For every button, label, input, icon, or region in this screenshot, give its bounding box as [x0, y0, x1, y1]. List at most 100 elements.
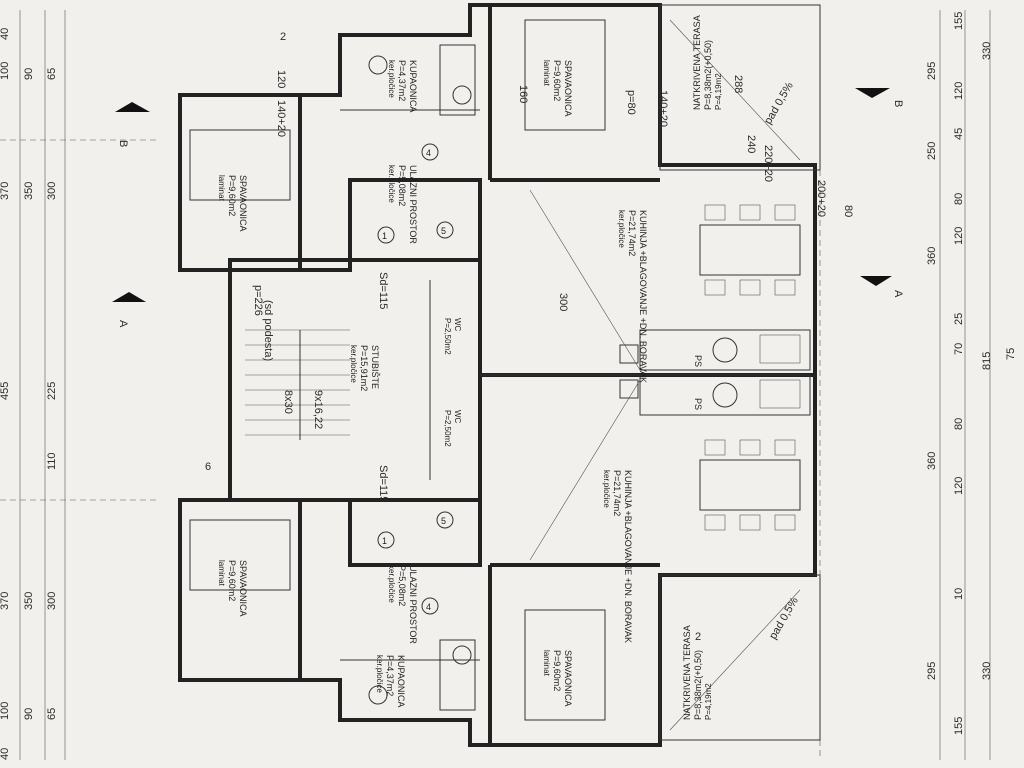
room-floor: ker.pločice — [375, 655, 384, 693]
svg-text:455: 455 — [0, 382, 11, 400]
room-name: NATKRIVENA TERASA — [692, 15, 702, 110]
room-area: P=4,37m2 — [385, 655, 395, 696]
svg-text:PS: PS — [693, 398, 703, 410]
svg-text:300: 300 — [557, 293, 569, 311]
room-area: P=8,38m2(+0,50) — [693, 650, 703, 720]
svg-text:250: 250 — [926, 142, 938, 160]
svg-text:75: 75 — [1005, 348, 1017, 360]
svg-text:100: 100 — [0, 62, 11, 80]
svg-text:1: 1 — [382, 536, 387, 546]
room-floor: laminat — [542, 650, 551, 677]
section-label-b: B — [117, 140, 129, 147]
svg-text:330: 330 — [981, 42, 993, 60]
room-area: P=2,50m2 — [443, 318, 452, 355]
room-name: KUPAONICA — [408, 60, 418, 112]
interior-walls — [298, 5, 660, 745]
room-name: KUHINJA +BLAGOVANJE +DN. BORAVAK — [638, 210, 648, 383]
svg-text:370: 370 — [0, 182, 11, 200]
svg-text:(sd podesta): (sd podesta) — [262, 300, 274, 361]
section-label-a: A — [117, 320, 129, 328]
svg-text:9x16,22: 9x16,22 — [312, 390, 324, 429]
section-arrow — [860, 276, 892, 286]
section-markers: B B A A — [112, 88, 904, 328]
svg-text:240: 240 — [745, 135, 757, 153]
svg-text:300: 300 — [46, 592, 58, 610]
stair-treads — [245, 329, 350, 440]
svg-text:PS: PS — [693, 355, 703, 367]
svg-text:40: 40 — [0, 748, 11, 760]
svg-text:90: 90 — [23, 708, 35, 720]
svg-text:350: 350 — [23, 592, 35, 610]
svg-text:40: 40 — [0, 28, 11, 40]
svg-text:295: 295 — [926, 662, 938, 680]
room-name: WC — [453, 410, 462, 424]
svg-text:220+20: 220+20 — [762, 145, 774, 182]
bath-fixtures — [368, 44, 476, 711]
room-area: P=9,60m2 — [227, 175, 237, 216]
svg-text:Sd=115: Sd=115 — [377, 465, 389, 502]
right-dim-labels: 155 330 295 120 45 250 80 120 360 25 70 … — [926, 12, 1017, 735]
svg-text:360: 360 — [926, 452, 938, 470]
room-area: P=9,60m2 — [552, 650, 562, 691]
svg-text:Sd=115: Sd=115 — [377, 272, 389, 309]
beds — [189, 19, 606, 721]
svg-text:288: 288 — [732, 75, 744, 93]
room-floor: ker.pločice — [349, 345, 358, 383]
svg-text:65: 65 — [46, 708, 58, 720]
svg-text:90: 90 — [23, 68, 35, 80]
room-area: P=15,91m2 — [359, 345, 369, 391]
section-label-b: B — [892, 100, 904, 107]
room-area: P=2,50m2 — [443, 410, 452, 447]
room-area: P=8,38m2(+0,50) — [703, 40, 713, 110]
outer-walls — [178, 3, 821, 747]
svg-text:370: 370 — [0, 592, 11, 610]
equipment-labels: PS PS — [693, 355, 703, 410]
svg-text:2: 2 — [695, 631, 701, 643]
construction-lines — [529, 19, 801, 731]
svg-text:5: 5 — [441, 226, 446, 236]
room-floor: laminat — [217, 560, 226, 587]
svg-text:100: 100 — [0, 702, 11, 720]
room-area: P=9,60m2 — [552, 60, 562, 101]
svg-text:6: 6 — [205, 461, 211, 473]
svg-text:225: 225 — [46, 382, 58, 400]
svg-text:25: 25 — [953, 313, 965, 325]
room-floor: laminat — [542, 60, 551, 87]
svg-text:4: 4 — [426, 602, 431, 612]
svg-text:330: 330 — [981, 662, 993, 680]
inner-dim-labels: 120 140+20 160 p=80 140+20 288 240 220+2… — [252, 70, 854, 502]
svg-text:815: 815 — [981, 352, 993, 370]
kitchen-counters — [619, 329, 811, 416]
svg-text:8x30: 8x30 — [282, 390, 294, 414]
room-name: NATKRIVENA TERASA — [682, 625, 692, 720]
room-name: SPAVAONICA — [238, 560, 248, 617]
room-area: P=4,37m2 — [397, 60, 407, 101]
svg-text:2: 2 — [280, 31, 286, 43]
svg-text:80: 80 — [953, 193, 965, 205]
svg-text:295: 295 — [926, 62, 938, 80]
svg-text:80: 80 — [953, 418, 965, 430]
room-area: P=5,08m2 — [397, 165, 407, 206]
section-label-a: A — [892, 290, 904, 298]
svg-text:80: 80 — [842, 205, 854, 217]
room-name: KUHINJA +BLAGOVANJE +DN. BORAVAK — [623, 470, 633, 643]
svg-text:155: 155 — [953, 717, 965, 735]
svg-text:4: 4 — [426, 148, 431, 158]
section-arrow — [115, 102, 150, 112]
room-name: STUBIŠTE — [370, 345, 380, 389]
svg-text:65: 65 — [46, 68, 58, 80]
svg-text:45: 45 — [953, 128, 965, 140]
room-name: KUPAONICA — [396, 655, 406, 707]
svg-text:120: 120 — [953, 227, 965, 245]
svg-text:110: 110 — [46, 452, 58, 470]
svg-text:300: 300 — [46, 182, 58, 200]
dining-tables — [699, 204, 801, 531]
svg-text:10: 10 — [953, 588, 965, 600]
room-floor: ker.pločice — [387, 565, 396, 603]
room-area: P=21,74m2 — [612, 470, 622, 516]
svg-text:140+20: 140+20 — [275, 100, 287, 137]
room-area: P=21,74m2 — [627, 210, 637, 256]
svg-text:140+20: 140+20 — [657, 90, 669, 127]
room-name: WC — [453, 318, 462, 332]
